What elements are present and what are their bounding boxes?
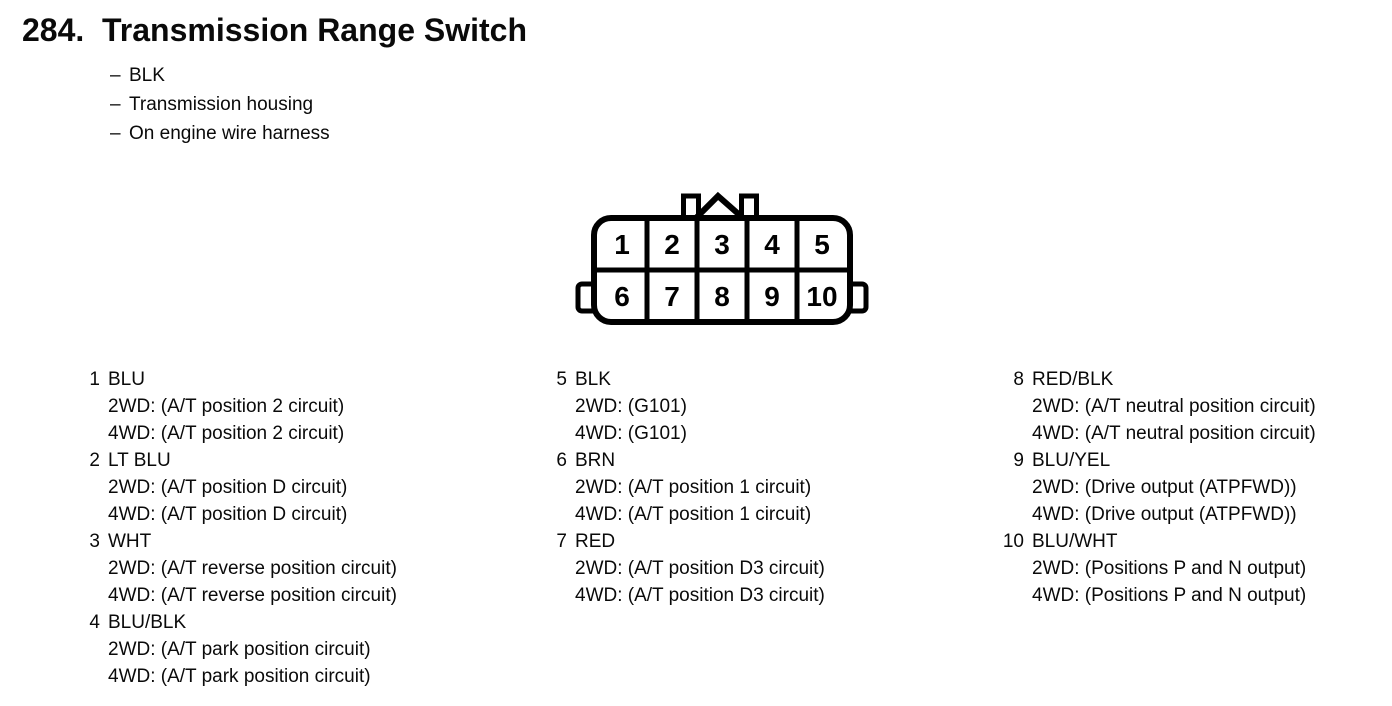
pin-circuit-line: 2WD: (A/T position D3 circuit) (575, 558, 825, 579)
pin-circuit-line: 4WD: (A/T position 1 circuit) (575, 504, 812, 525)
pin-entry-2: 2 LT BLU 2WD: (A/T position D circuit) 4WD:… (76, 447, 516, 528)
note-item: –On engine wire harness (110, 119, 330, 148)
pin-head: 7 RED (543, 528, 983, 555)
pin-number: 2 (89, 450, 100, 471)
pin-entry-7: 7 RED 2WD: (A/T position D3 circuit) 4WD: (… (543, 528, 983, 609)
connector-diagram: 1 2 3 4 5 6 7 8 9 10 (572, 187, 872, 327)
connector-latch-peak (693, 191, 745, 221)
pin-wire-color: BRN (575, 450, 616, 471)
connector-cavity-2: 2 (664, 229, 680, 260)
pin-entry-9: 9 BLU/YEL 2WD: (Drive output (ATPFWD)) 4WD:… (1000, 447, 1390, 528)
connector-svg: 1 2 3 4 5 6 7 8 9 10 (575, 191, 869, 325)
pin-legend-column-1: 1 BLU 2WD: (A/T position 2 circuit) 4WD: (A… (76, 366, 516, 690)
pin-circuit-line: 4WD: (A/T neutral position circuit) (1032, 423, 1316, 444)
pin-head: 1 BLU (76, 366, 516, 393)
note-dash: – (110, 65, 121, 86)
pin-circuit-line: 4WD: (A/T position D circuit) (108, 504, 348, 525)
note-text: Transmission housing (129, 94, 314, 115)
pin-number: 9 (1013, 450, 1024, 471)
pin-wire-color: LT BLU (108, 450, 171, 471)
pin-head: 5 BLK (543, 366, 983, 393)
pin-legend-column-2: 5 BLK 2WD: (G101) 4WD: (G101) 6 BRN 2WD: (A/T … (543, 366, 983, 609)
notes-list: –BLK–Transmission housing–On engine wire… (110, 61, 330, 148)
pin-wire-color: BLU/YEL (1032, 450, 1111, 471)
pin-wire-color: BLK (575, 369, 611, 390)
page-title: Transmission Range Switch (102, 12, 527, 48)
pin-number: 1 (89, 369, 100, 390)
pin-entry-4: 4 BLU/BLK 2WD: (A/T park position circuit)… (76, 609, 516, 690)
pin-circuit-line: 4WD: (A/T park position circuit) (108, 666, 371, 687)
connector-cavity-7: 7 (664, 281, 680, 312)
pin-wire-color: RED/BLK (1032, 369, 1114, 390)
pin-circuit-line: 2WD: (Positions P and N output) (1032, 558, 1307, 579)
pin-circuit-line: 4WD: (A/T position 2 circuit) (108, 423, 345, 444)
pin-wire-color: BLU/WHT (1032, 531, 1118, 552)
pin-number: 5 (556, 369, 567, 390)
pin-circuit-line: 2WD: (A/T neutral position circuit) (1032, 396, 1316, 417)
pin-circuit-line: 2WD: (A/T position D circuit) (108, 477, 348, 498)
note-dash: – (110, 123, 121, 144)
note-item: –Transmission housing (110, 90, 330, 119)
note-text: On engine wire harness (129, 123, 330, 144)
pin-entry-3: 3 WHT 2WD: (A/T reverse position circuit) 4… (76, 528, 516, 609)
connector-cavity-4: 4 (764, 229, 780, 260)
pin-wire-color: BLU/BLK (108, 612, 187, 633)
pin-circuit-line: 2WD: (G101) (575, 396, 687, 417)
connector-cavity-9: 9 (764, 281, 780, 312)
pin-wire-color: RED (575, 531, 616, 552)
pin-circuit-line: 2WD: (A/T position 2 circuit) (108, 396, 345, 417)
pin-head: 3 WHT (76, 528, 516, 555)
pin-entry-5: 5 BLK 2WD: (G101) 4WD: (G101) (543, 366, 983, 447)
pin-head: 6 BRN (543, 447, 983, 474)
pin-circuit-line: 4WD: (Positions P and N output) (1032, 585, 1307, 606)
pin-circuit-line: 2WD: (A/T park position circuit) (108, 639, 371, 660)
pin-number: 10 (1002, 531, 1024, 552)
pin-number: 4 (89, 612, 100, 633)
pin-number: 7 (556, 531, 567, 552)
pin-wire-color: WHT (108, 531, 152, 552)
pin-entry-1: 1 BLU 2WD: (A/T position 2 circuit) 4WD: (A… (76, 366, 516, 447)
section-heading: 284. Transmission Range Switch (22, 12, 527, 49)
note-dash: – (110, 94, 121, 115)
connector-cavity-3: 3 (714, 229, 730, 260)
pin-circuit-line: 2WD: (A/T position 1 circuit) (575, 477, 812, 498)
pin-head: 9 BLU/YEL (1000, 447, 1390, 474)
pin-head: 4 BLU/BLK (76, 609, 516, 636)
note-text: BLK (129, 65, 165, 86)
pin-number: 3 (89, 531, 100, 552)
connector-cavity-6: 6 (614, 281, 630, 312)
pin-circuit-line: 4WD: (G101) (575, 423, 687, 444)
pin-entry-6: 6 BRN 2WD: (A/T position 1 circuit) 4WD: (A… (543, 447, 983, 528)
pin-head: 2 LT BLU (76, 447, 516, 474)
pin-circuit-line: 2WD: (A/T reverse position circuit) (108, 558, 397, 579)
note-item: –BLK (110, 61, 330, 90)
pin-number: 6 (556, 450, 567, 471)
pin-wire-color: BLU (108, 369, 145, 390)
pin-circuit-line: 4WD: (Drive output (ATPFWD)) (1032, 504, 1297, 525)
section-number: 284. (22, 12, 85, 48)
connector-cavity-5: 5 (814, 229, 830, 260)
pin-head: 8 RED/BLK (1000, 366, 1390, 393)
pin-entry-10: 10 BLU/WHT 2WD: (Positions P and N output)… (1000, 528, 1390, 609)
pin-circuit-line: 2WD: (Drive output (ATPFWD)) (1032, 477, 1297, 498)
pin-head: 10 BLU/WHT (1000, 528, 1390, 555)
pin-entry-8: 8 RED/BLK 2WD: (A/T neutral position circu… (1000, 366, 1390, 447)
pin-circuit-line: 4WD: (A/T position D3 circuit) (575, 585, 825, 606)
pin-circuit-line: 4WD: (A/T reverse position circuit) (108, 585, 397, 606)
pin-number: 8 (1013, 369, 1024, 390)
connector-cavity-10: 10 (806, 281, 837, 312)
connector-cavity-1: 1 (614, 229, 630, 260)
pin-legend-column-3: 8 RED/BLK 2WD: (A/T neutral position circu… (1000, 366, 1390, 609)
connector-cavity-8: 8 (714, 281, 730, 312)
